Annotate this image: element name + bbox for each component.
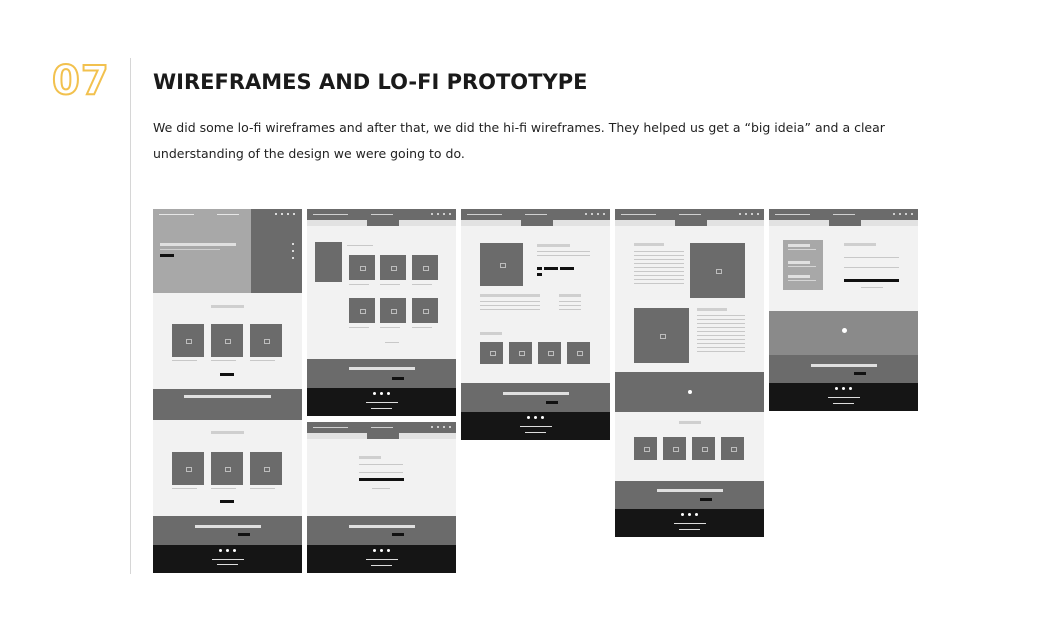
wireframe-catalog <box>307 209 456 416</box>
section-title: WIREFRAMES AND LO-FI PROTOTYPE <box>153 70 588 94</box>
vertical-divider <box>130 58 131 574</box>
section-number: 07 <box>51 57 110 105</box>
section-description: We did some lo-fi wireframes and after t… <box>153 120 885 161</box>
wireframe-about <box>615 209 764 537</box>
wireframe-product <box>461 209 610 440</box>
wireframe-home <box>153 209 302 573</box>
wireframe-login <box>307 422 456 573</box>
wireframe-contact <box>769 209 918 411</box>
